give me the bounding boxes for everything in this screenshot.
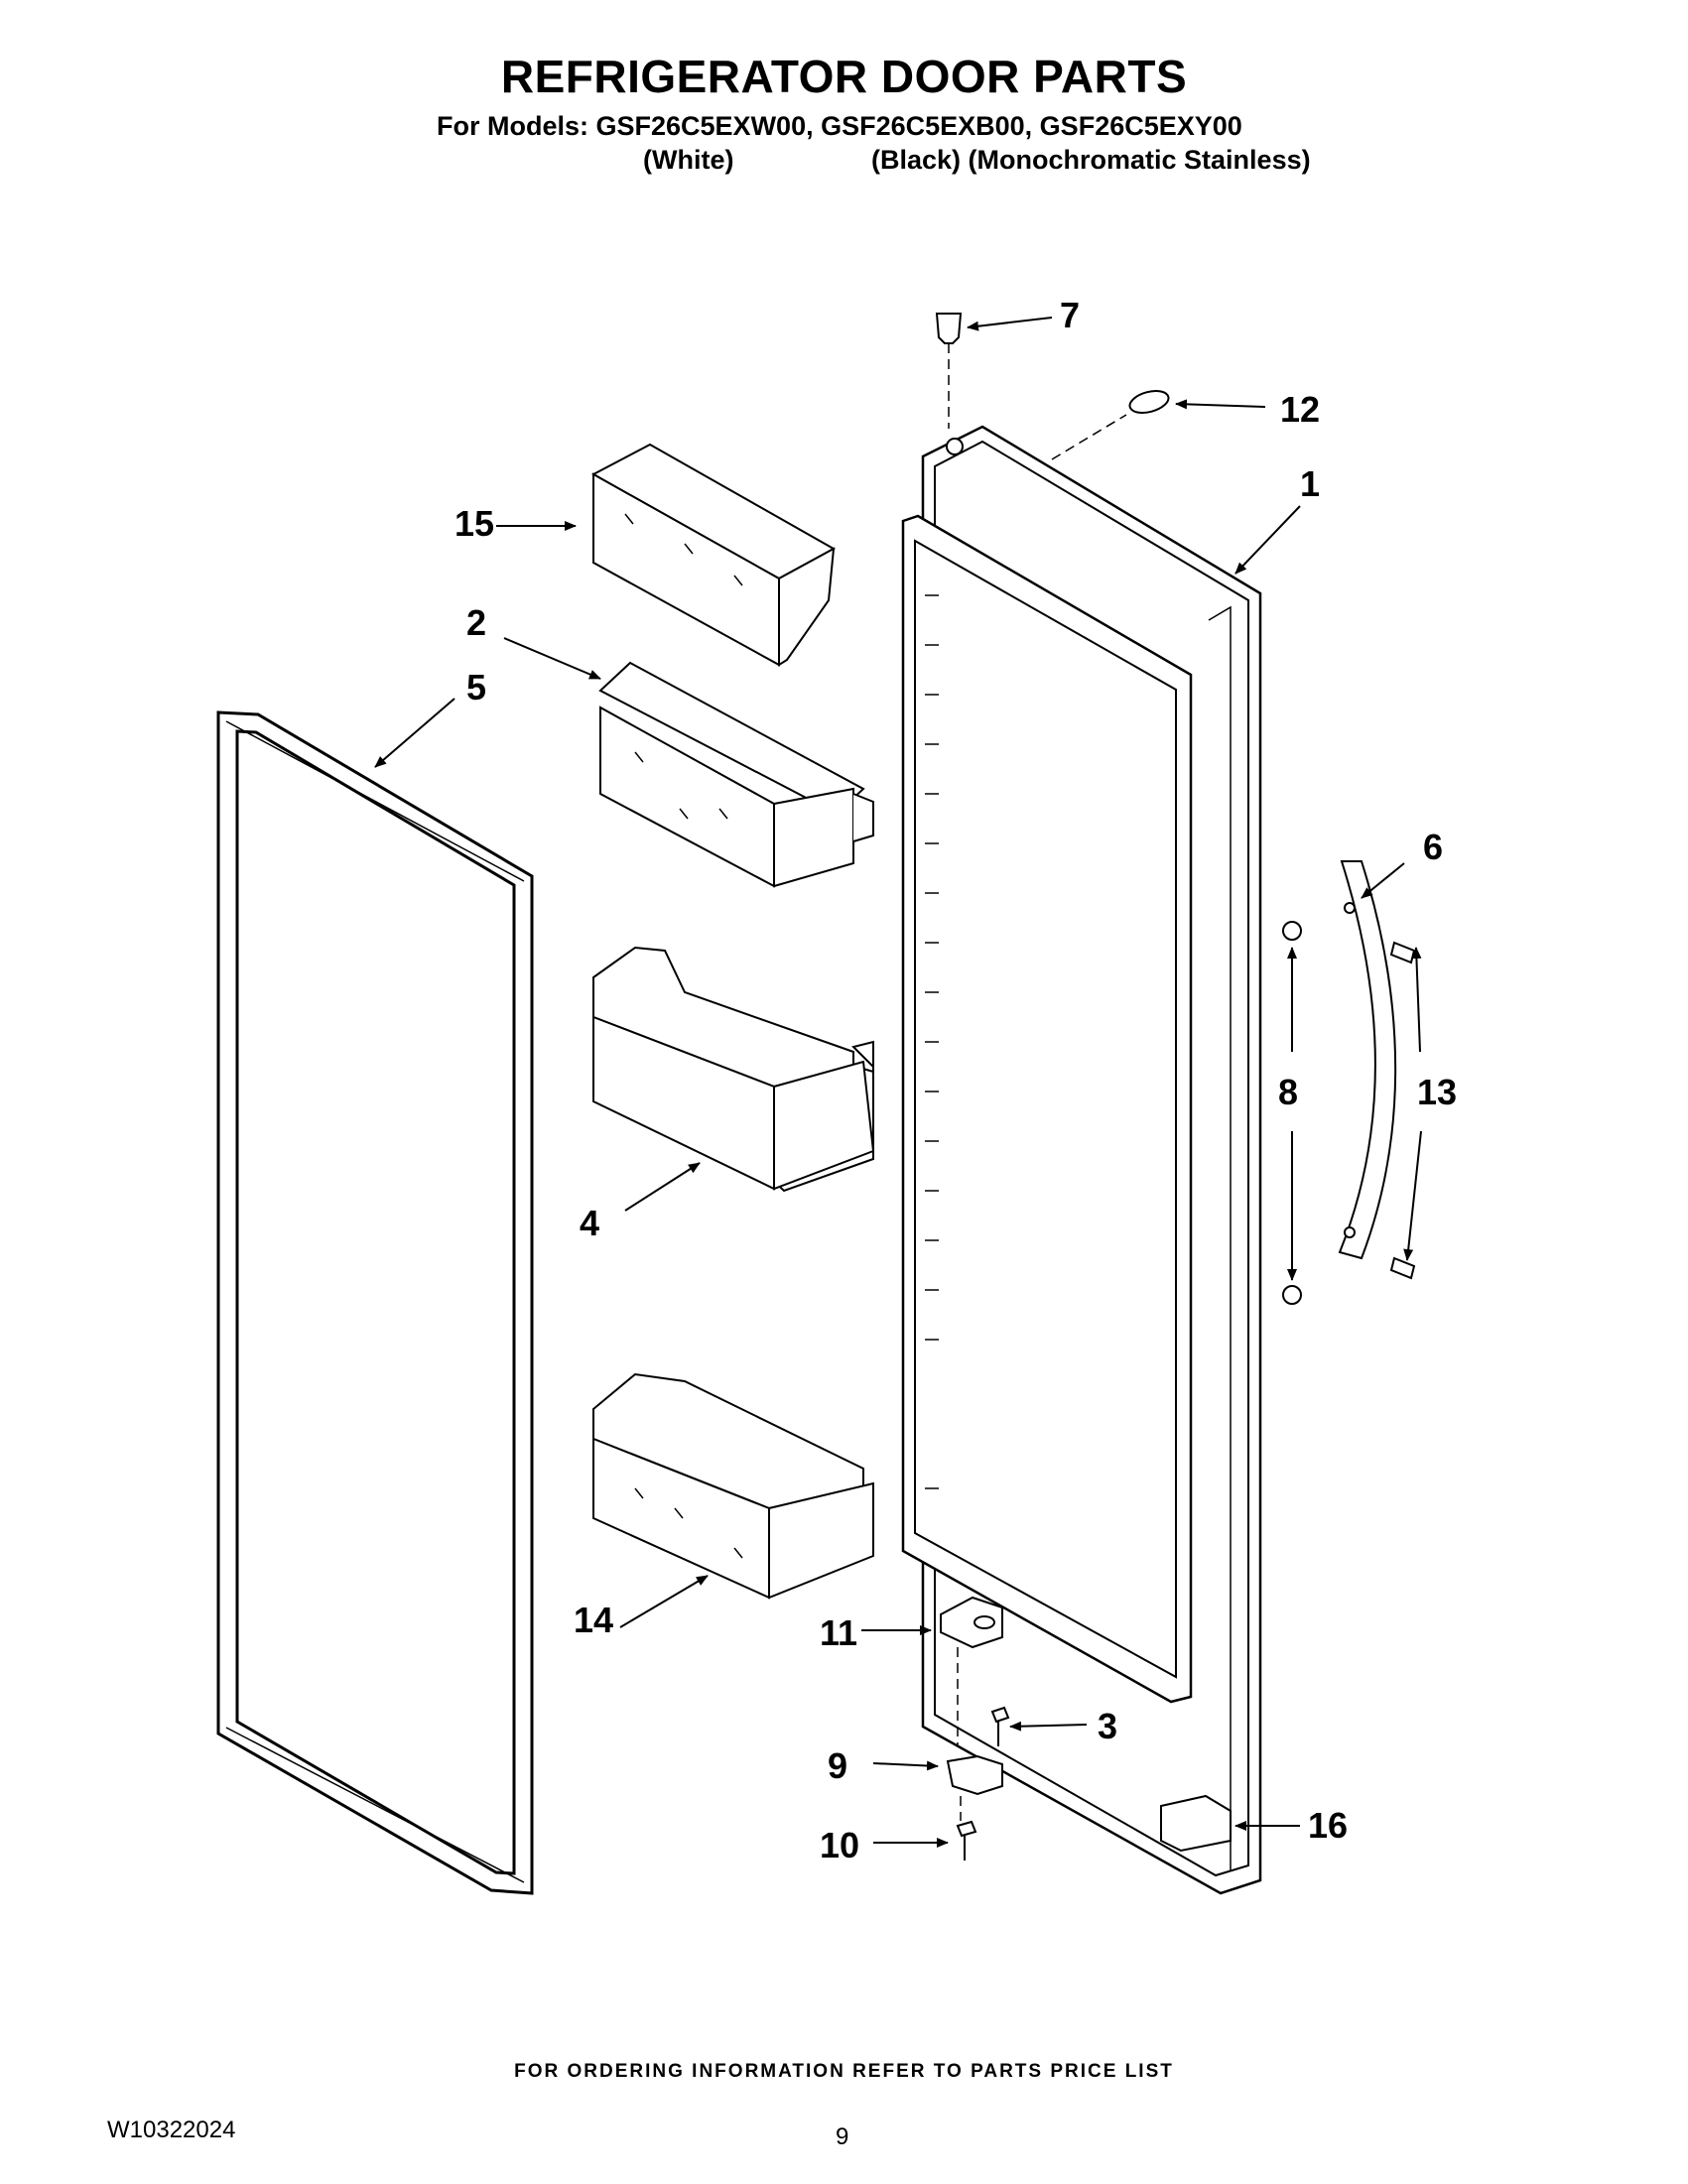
callout-9: 9	[828, 1745, 847, 1786]
door-handle-part	[1338, 860, 1397, 1260]
lower-hinge-assembly	[940, 1596, 1010, 1861]
callout-15: 15	[454, 503, 494, 544]
callout-1: 1	[1300, 463, 1320, 504]
hinge-bolt-part	[956, 1820, 977, 1861]
door-bin-part	[591, 946, 875, 1193]
callout-16: 16	[1308, 1805, 1348, 1846]
door-gasket-part	[216, 710, 534, 1895]
callout-6: 6	[1423, 827, 1443, 867]
handle-mounting-hardware	[1282, 921, 1416, 1305]
lower-door-bin-part	[592, 1372, 874, 1600]
callout-11: 11	[820, 1612, 857, 1653]
shelf-mounting-studs	[925, 594, 939, 1489]
callout-8: 8	[1278, 1072, 1298, 1112]
lower-hinge-part	[946, 1754, 1003, 1796]
hinge-shim-part	[940, 1596, 1003, 1649]
refrigerator-door-part	[901, 425, 1262, 1895]
variant-white-label: (White)	[643, 145, 734, 175]
variant-black-label: (Black) (Monochromatic Stainless)	[871, 145, 1311, 175]
hinge-cap-part	[935, 313, 964, 455]
callout-4: 4	[580, 1203, 599, 1243]
callout-14: 14	[574, 1600, 613, 1640]
callout-7: 7	[1060, 295, 1080, 335]
page-number: 9	[836, 2123, 849, 2150]
callout-12: 12	[1280, 389, 1320, 430]
callout-2: 2	[466, 602, 486, 643]
callout-3: 3	[1098, 1706, 1117, 1746]
hinge-screw-part	[990, 1706, 1010, 1746]
upper-dairy-bin-part	[590, 443, 837, 667]
callout-5: 5	[466, 667, 486, 707]
page-title: REFRIGERATOR DOOR PARTS	[500, 51, 1188, 102]
callout-10: 10	[820, 1825, 859, 1865]
ordering-info-note: FOR ORDERING INFORMATION REFER TO PARTS …	[514, 2061, 1174, 2082]
callout-13: 13	[1417, 1072, 1457, 1112]
models-line: For Models: GSF26C5EXW00, GSF26C5EXB00, …	[437, 111, 1242, 141]
hole-plug-part	[1128, 390, 1170, 414]
dairy-bin-part	[598, 661, 874, 888]
hinge-cover-part	[1160, 1794, 1232, 1853]
document-number: W10322024	[107, 2117, 236, 2143]
callout-arrows	[374, 317, 1422, 1848]
